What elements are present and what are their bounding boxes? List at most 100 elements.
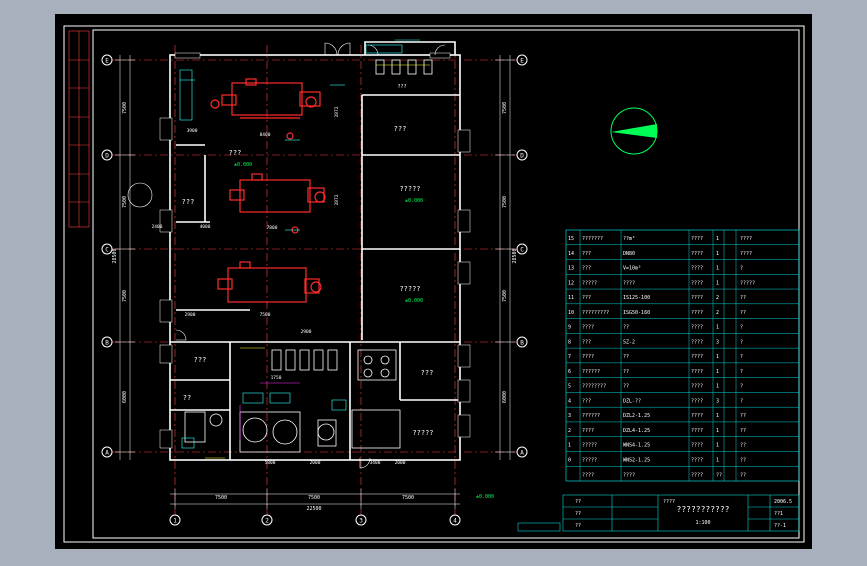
table-cell-spec: ????	[623, 472, 635, 478]
grid-bubble-right-d	[516, 149, 528, 161]
table-cell-name: ??????	[582, 413, 600, 419]
tb-design: ??	[575, 499, 581, 505]
table-cell-name: ????	[582, 472, 594, 478]
room-label-right-mid: ?????	[399, 185, 420, 193]
windows	[159, 52, 471, 449]
table-cell-spec: ISG50-160	[623, 310, 650, 316]
boiler-1	[210, 78, 321, 140]
table-cell-note: ??	[740, 310, 746, 316]
dim-inner-s3: 2900	[185, 312, 196, 318]
table-cell-name: ???	[582, 266, 591, 272]
dim-x-total: 22500	[306, 506, 321, 512]
table-cell-no: 8	[568, 339, 571, 345]
grid-bubble-right-b	[516, 336, 528, 348]
table-cell-no: 5	[568, 384, 571, 390]
grid-label-right-e: E	[520, 58, 524, 65]
outer-frame	[63, 25, 805, 543]
table-cell-note: ?????	[740, 280, 755, 286]
table-cell-name: ???	[582, 251, 591, 257]
north-arrow	[610, 107, 658, 155]
table-cell-unit: ????	[691, 428, 703, 434]
table-cell-note: ?	[740, 266, 743, 272]
room-label-lower-right-b: ?????	[412, 429, 433, 437]
table-cell-no: 6	[568, 369, 571, 375]
table-cell-no: 3	[568, 413, 571, 419]
table-cell-name: ???	[582, 339, 591, 345]
table-cell-qty: 1	[716, 369, 719, 375]
grid-label-left-d: D	[105, 153, 109, 160]
dim-right-4: 6000	[502, 391, 508, 403]
dim-inner-c6: 2000	[395, 460, 406, 466]
dim-left-total: 28500	[112, 248, 118, 263]
dim-inner-c2: 1750	[271, 375, 282, 381]
boiler-3	[217, 261, 322, 303]
equipment-table-frame	[565, 229, 800, 482]
table-cell-name: ????	[582, 325, 594, 331]
table-cell-note: ????	[740, 236, 752, 242]
table-cell-unit: ????	[691, 251, 703, 257]
table-cell-qty: 1	[716, 325, 719, 331]
table-cell-spec: ??	[623, 369, 629, 375]
dimension-lines	[115, 55, 515, 509]
table-cell-no: 13	[568, 266, 574, 272]
table-cell-name: ?????	[582, 458, 597, 464]
table-cell-no: 7	[568, 354, 571, 360]
room-label-lower-right-a: ???	[421, 369, 434, 377]
doors	[175, 42, 446, 469]
table-cell-spec: ??	[623, 384, 629, 390]
table-cell-spec: WNS4-1.25	[623, 443, 650, 449]
table-cell-spec: ??	[623, 354, 629, 360]
table-cell-unit: ????	[691, 458, 703, 464]
grid-bubble-col-1	[169, 514, 181, 526]
grid-label-left-b: B	[105, 340, 109, 347]
table-cell-unit: ????	[691, 325, 703, 331]
room-label-small-a: ??	[183, 394, 191, 402]
table-cell-unit: ????	[691, 310, 703, 316]
grid-label-left-e: E	[105, 58, 109, 65]
table-cell-note: ?	[740, 325, 743, 331]
table-cell-no: 4	[568, 398, 571, 404]
table-cell-no: 12	[568, 280, 574, 286]
tb-project: ????	[663, 499, 675, 505]
grid-label-right-a: A	[520, 450, 524, 457]
grid-label-left-a: A	[105, 450, 109, 457]
grid-bubble-left-d	[101, 149, 113, 161]
yellow-details	[205, 64, 430, 459]
grid-label-col-4: 4	[453, 518, 457, 525]
table-cell-no: 9	[568, 325, 571, 331]
grid-bubble-right-a	[516, 446, 528, 458]
dim-inner-v1: 2872	[334, 194, 340, 205]
dim-inner-c3: 5800	[265, 460, 276, 466]
table-cell-unit: ????	[691, 236, 703, 242]
table-cell-unit: ????	[691, 443, 703, 449]
grid-bubble-left-a	[101, 446, 113, 458]
tb-date: 2006.5	[774, 499, 792, 505]
grid-label-col-1: 1	[173, 518, 177, 525]
table-cell-qty: 2	[716, 295, 719, 301]
table-cell-spec: WNS2-1.25	[623, 458, 650, 464]
table-cell-spec: DZL2-1.25	[623, 413, 650, 419]
table-cell-spec: V=10m³	[623, 266, 641, 272]
dim-boiler-3: 7500	[260, 312, 271, 318]
table-cell-name: ???????	[582, 236, 603, 242]
table-cell-qty: 1	[716, 354, 719, 360]
table-cell-note: ?	[740, 398, 743, 404]
dim-inner-s2: 2400	[152, 224, 163, 230]
dim-boiler-1: 8400	[260, 132, 271, 138]
table-cell-unit: ????	[691, 472, 703, 478]
grid-bubble-left-c	[101, 243, 113, 255]
table-cell-qty: 3	[716, 398, 719, 404]
grid-label-col-2: 2	[265, 518, 269, 525]
dim-left-2: 7500	[122, 196, 128, 208]
table-cell-qty: 1	[716, 251, 719, 257]
table-cell-qty: 1	[716, 413, 719, 419]
room-label-small-b: ???	[397, 84, 406, 90]
table-cell-qty: 1	[716, 266, 719, 272]
dim-left-3: 7500	[122, 290, 128, 302]
table-cell-qty: 1	[716, 280, 719, 286]
elevation-marks: ±0.000 ±0.000 ±0.000 ±0.000	[234, 162, 494, 500]
cyan-details	[181, 39, 420, 449]
binding-strip	[68, 30, 90, 228]
